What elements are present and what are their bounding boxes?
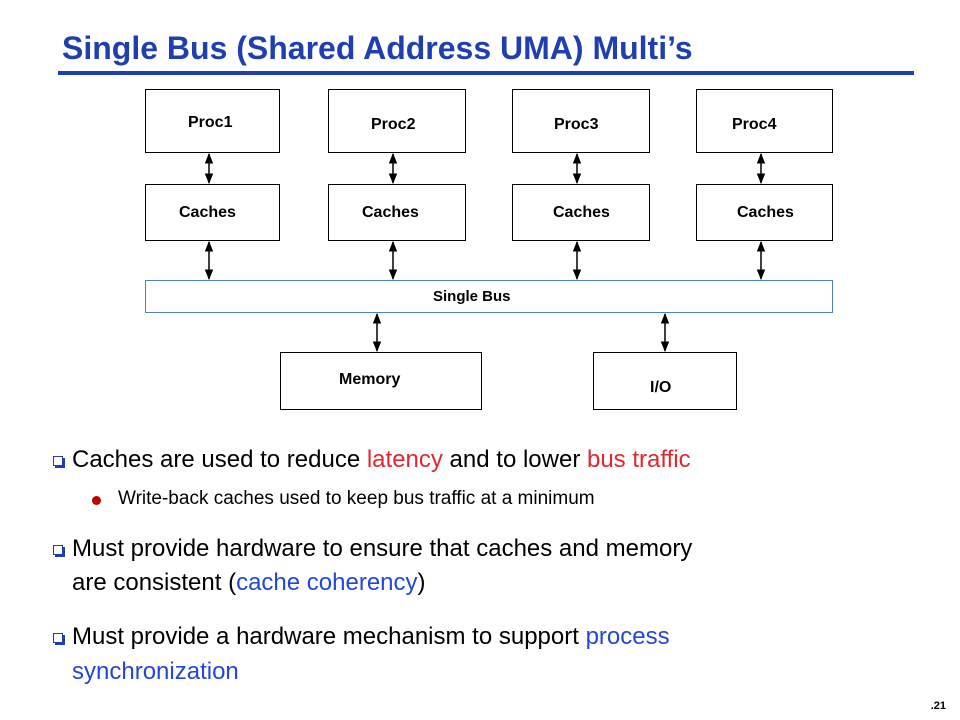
- bullet-1: Caches are used to reduce latency and to…: [72, 446, 691, 474]
- bullet-2-line-2: are consistent (cache coherency): [72, 569, 426, 597]
- proc1-box: Proc1: [145, 89, 280, 153]
- caches1-label: Caches: [179, 204, 236, 221]
- synchronization-highlight: synchronization: [72, 658, 239, 685]
- slide-number: .21: [930, 700, 946, 712]
- bullet-marker-1: [53, 456, 63, 466]
- proc2-label: Proc2: [371, 116, 416, 133]
- io-box: I/O: [593, 352, 737, 410]
- bus-traffic-highlight: bus traffic: [586, 446, 691, 473]
- proc3-label: Proc3: [554, 116, 599, 133]
- bullet-3-line-1: Must provide a hardware mechanism to sup…: [72, 623, 670, 651]
- cache-coherency-highlight: cache coherency: [236, 569, 418, 596]
- proc4-label: Proc4: [732, 116, 777, 133]
- io-label: I/O: [650, 379, 672, 396]
- bullet-1-text-b: and to lower: [442, 446, 587, 473]
- caches3-box: Caches: [512, 184, 650, 241]
- proc2-box: Proc2: [328, 89, 466, 153]
- caches3-label: Caches: [553, 204, 610, 221]
- memory-label: Memory: [339, 371, 401, 388]
- caches4-label: Caches: [737, 204, 794, 221]
- bullet-marker-3: [53, 633, 63, 643]
- caches1-box: Caches: [145, 184, 280, 241]
- proc1-label: Proc1: [188, 114, 233, 131]
- proc4-box: Proc4: [696, 89, 833, 153]
- memory-box: Memory: [280, 352, 482, 410]
- bullet-2-text-b: ): [417, 569, 426, 596]
- latency-highlight: latency: [366, 446, 443, 473]
- sub-bullet-marker: [92, 496, 101, 505]
- proc3-box: Proc3: [512, 89, 650, 153]
- bullet-2-line-1: Must provide hardware to ensure that cac…: [72, 535, 693, 562]
- slide-title: Single Bus (Shared Address UMA) Multi’s: [62, 30, 693, 66]
- caches2-label: Caches: [362, 204, 419, 221]
- caches4-box: Caches: [696, 184, 833, 241]
- caches2-box: Caches: [328, 184, 466, 241]
- single-bus-label: Single Bus: [433, 288, 511, 305]
- single-bus: Single Bus: [145, 280, 833, 313]
- bullet-2-text-a: are consistent (: [72, 569, 237, 596]
- process-highlight: process: [585, 623, 670, 650]
- title-underline: [58, 71, 914, 75]
- sub-bullet-1: Write-back caches used to keep bus traff…: [118, 488, 595, 509]
- bullet-marker-2: [53, 545, 63, 555]
- bullet-3-text-a: Must provide a hardware mechanism to sup…: [72, 623, 586, 650]
- bullet-1-text-a: Caches are used to reduce: [72, 446, 367, 473]
